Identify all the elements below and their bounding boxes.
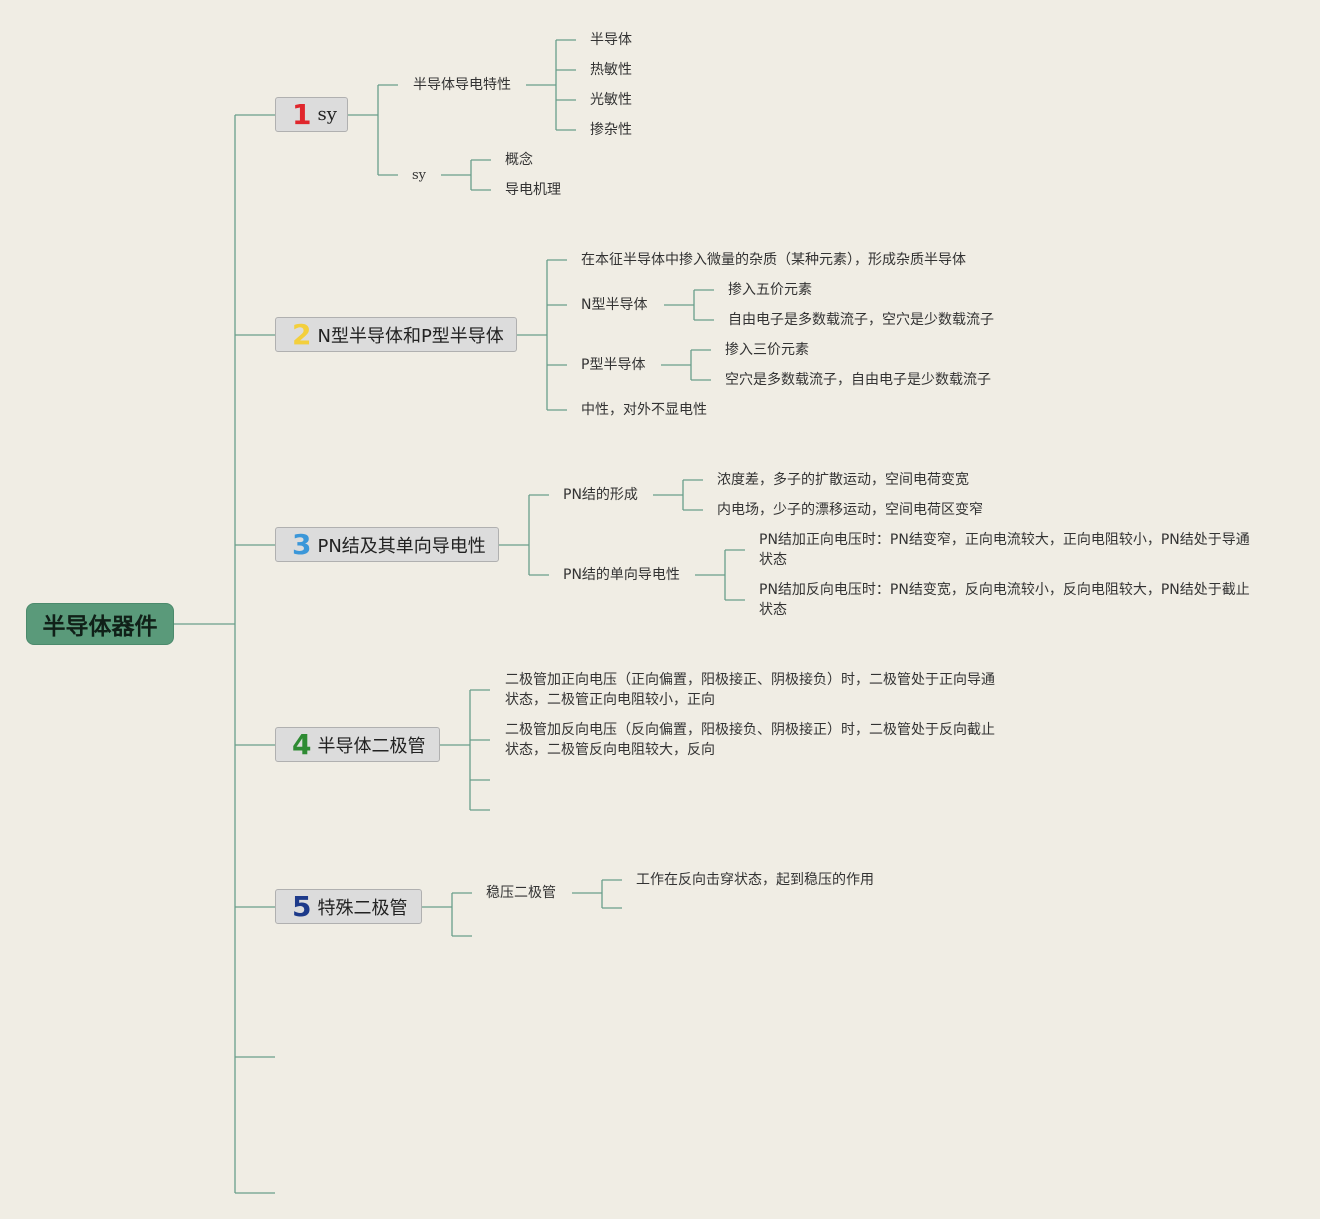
subtopic-pn-formation[interactable]: PN结的形成 bbox=[563, 487, 638, 503]
leaf-p-carriers[interactable]: 空穴是多数载流子，自由电子是少数载流子 bbox=[725, 372, 991, 388]
leaf-reverse-bias[interactable]: PN结加反向电压时：PN结变宽，反向电流较小，反向电阻较大，PN结处于截止状态 bbox=[759, 582, 1250, 618]
leaf-drift[interactable]: 内电场，少子的漂移运动，空间电荷区变窄 bbox=[717, 502, 983, 518]
topic-5-label: 特殊二极管 bbox=[317, 897, 408, 919]
leaf-zener-breakdown[interactable]: 工作在反向击穿状态，起到稳压的作用 bbox=[636, 872, 874, 888]
subtopic-neutral[interactable]: 中性，对外不显电性 bbox=[581, 402, 707, 418]
number-icon-5: 5 bbox=[292, 889, 312, 923]
topic-3-label: PN结及其单向导电性 bbox=[317, 535, 486, 557]
root-topic[interactable]: 半导体器件 bbox=[26, 603, 174, 645]
leaf-forward-bias[interactable]: PN结加正向电压时：PN结变窄，正向电流较大，正向电阻较小，PN结处于导通状态 bbox=[759, 532, 1250, 568]
leaf-diode-reverse[interactable]: 二极管加反向电压（反向偏置，阳极接负、阴极接正）时，二极管处于反向截止状态，二极… bbox=[505, 722, 995, 758]
topic-4-label: 半导体二极管 bbox=[317, 735, 426, 757]
leaf-n-carriers[interactable]: 自由电子是多数载流子，空穴是少数载流子 bbox=[728, 312, 994, 328]
leaf-p-trivalent[interactable]: 掺入三价元素 bbox=[725, 342, 809, 358]
subtopic-p-type[interactable]: P型半导体 bbox=[581, 357, 646, 373]
topic-3[interactable]: 3 PN结及其单向导电性 bbox=[275, 527, 499, 562]
leaf-semiconductor[interactable]: 半导体 bbox=[590, 32, 632, 48]
topic-1-label: sy bbox=[317, 104, 337, 125]
topic-1[interactable]: 1 sy bbox=[275, 97, 348, 132]
topic-5[interactable]: 5 特殊二极管 bbox=[275, 889, 422, 924]
leaf-diode-forward[interactable]: 二极管加正向电压（正向偏置，阳极接正、阴极接负）时，二极管处于正向导通状态，二极… bbox=[505, 672, 995, 708]
subtopic-zener[interactable]: 稳压二极管 bbox=[486, 885, 556, 901]
leaf-mechanism[interactable]: 导电机理 bbox=[505, 182, 561, 198]
subtopic-conductivity[interactable]: 半导体导电特性 bbox=[413, 77, 511, 93]
subtopic-pn-conductivity[interactable]: PN结的单向导电性 bbox=[563, 567, 680, 583]
topic-2-label: N型半导体和P型半导体 bbox=[317, 325, 504, 347]
leaf-concept[interactable]: 概念 bbox=[505, 152, 533, 168]
leaf-diffusion[interactable]: 浓度差，多子的扩散运动，空间电荷变宽 bbox=[717, 472, 969, 488]
topic-4[interactable]: 4 半导体二极管 bbox=[275, 727, 440, 762]
subtopic-n-type[interactable]: N型半导体 bbox=[581, 297, 648, 313]
leaf-doping[interactable]: 掺杂性 bbox=[590, 122, 632, 138]
number-icon-2: 2 bbox=[292, 317, 312, 351]
leaf-thermal[interactable]: 热敏性 bbox=[590, 62, 632, 78]
subtopic-impurity[interactable]: 在本征半导体中掺入微量的杂质（某种元素），形成杂质半导体 bbox=[581, 252, 966, 268]
leaf-n-pentavalent[interactable]: 掺入五价元素 bbox=[728, 282, 812, 298]
number-icon-4: 4 bbox=[292, 727, 312, 761]
topic-2[interactable]: 2 N型半导体和P型半导体 bbox=[275, 317, 517, 352]
number-icon-3: 3 bbox=[292, 527, 312, 561]
leaf-photo[interactable]: 光敏性 bbox=[590, 92, 632, 108]
number-icon-1: 1 bbox=[292, 97, 312, 131]
subtopic-sy[interactable]: sy bbox=[412, 168, 427, 183]
